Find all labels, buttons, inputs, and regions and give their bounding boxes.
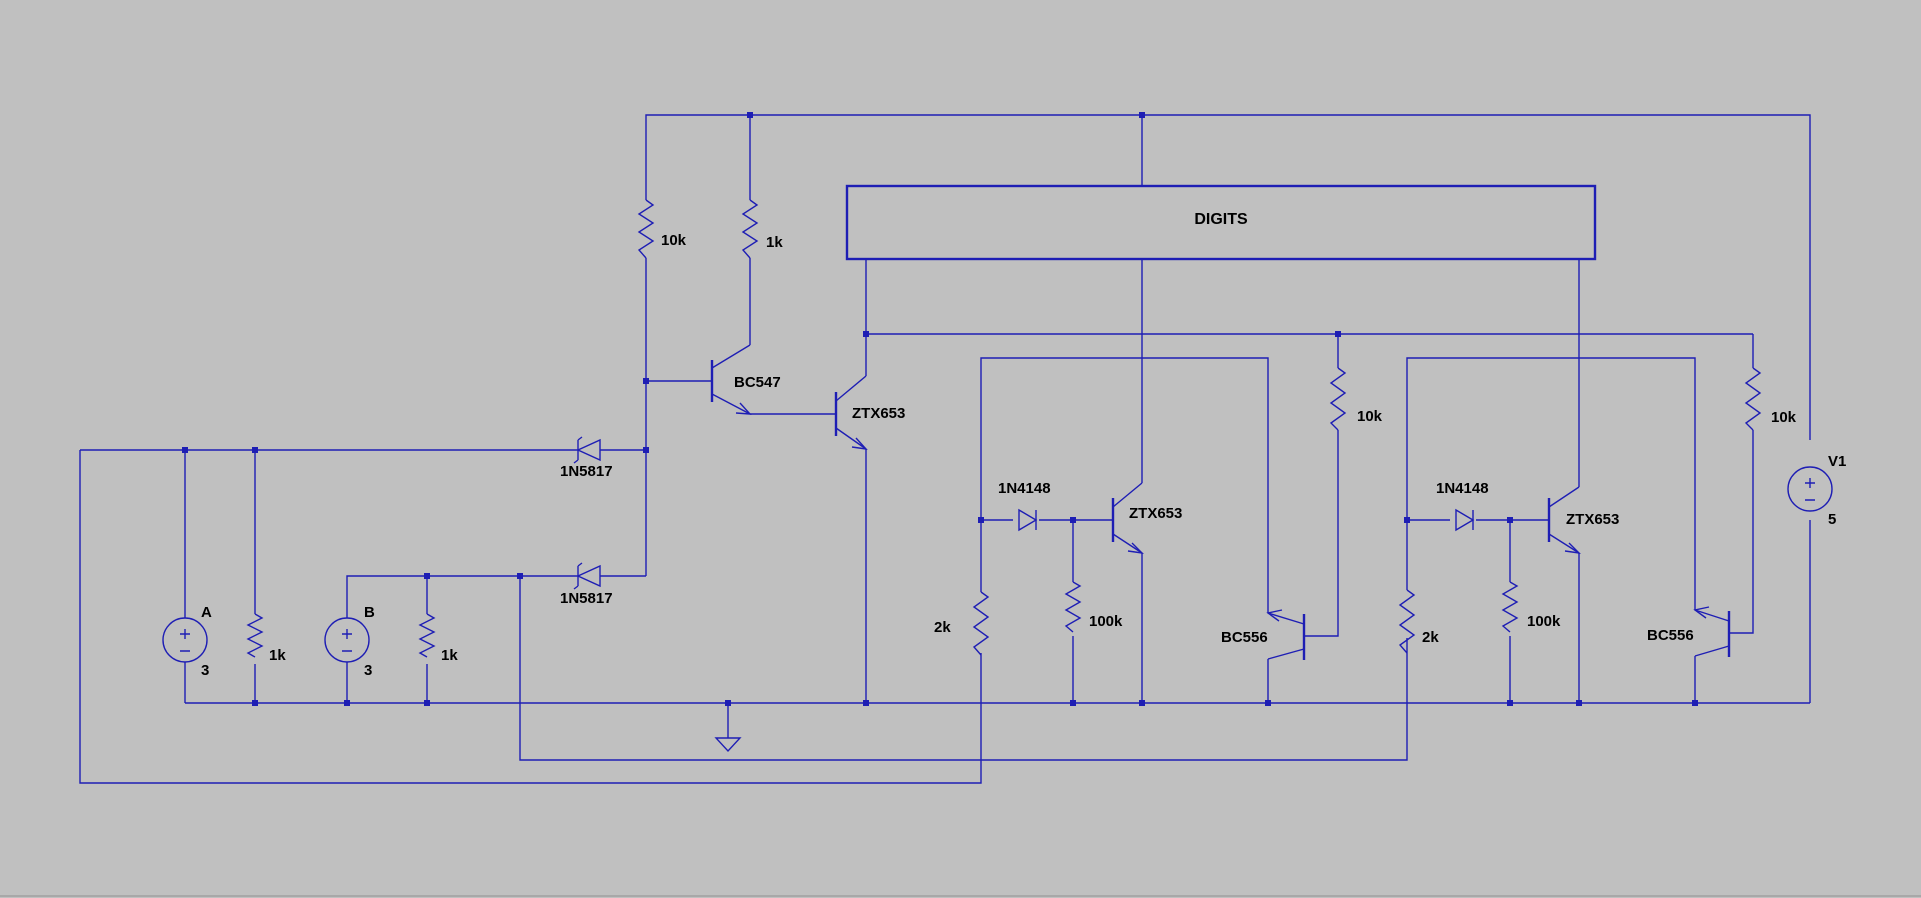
diode-d3-label: 1N4148 [998,480,1051,497]
transistor-q3[interactable]: ZTX653 [1111,482,1182,554]
transistor-q2-label: ZTX653 [852,405,905,422]
source-a-value: 3 [201,662,209,679]
resistor-r-base[interactable]: 10k [637,199,687,259]
resistor-r-d3-value: 2k [1422,629,1439,646]
source-b-value: 3 [364,662,372,679]
resistor-r-pull2-value: 10k [1357,408,1383,425]
resistor-r-b2[interactable]: 100k [1064,581,1123,633]
diode-d4-label: 1N4148 [1436,480,1489,497]
resistor-r-coll-value: 1k [766,234,783,251]
transistor-q5[interactable]: ZTX653 [1547,486,1619,554]
ground-symbol[interactable] [714,737,742,753]
transistor-q3-label: ZTX653 [1129,505,1182,522]
digits-block[interactable]: DIGITS [845,184,1597,261]
transistor-q2[interactable]: ZTX653 [834,375,905,450]
diode-d4[interactable]: 1N4148 [1436,480,1489,532]
transistor-q5-label: ZTX653 [1566,511,1619,528]
voltage-source-b[interactable]: B 3 [324,604,375,679]
diode-d2[interactable]: 1N5817 [560,562,613,607]
source-v1-value: 5 [1828,511,1836,528]
resistor-r-b[interactable]: 1k [418,613,458,664]
transistor-q1[interactable]: BC547 [710,344,781,415]
resistor-r-base-value: 10k [661,232,687,249]
diode-d2-label: 1N5817 [560,590,613,607]
transistor-q4-label: BC556 [1221,629,1268,646]
junction-dots [182,112,1698,706]
source-v1-name: V1 [1828,453,1846,470]
resistor-r-pull3-value: 10k [1771,409,1797,426]
transistor-q1-label: BC547 [734,374,781,391]
transistor-q6-label: BC556 [1647,627,1694,644]
resistor-r-pull3[interactable]: 10k [1744,367,1797,431]
voltage-source-a[interactable]: A 3 [162,604,212,679]
resistor-r-d2-value: 2k [934,619,951,636]
wires [79,114,1811,784]
source-a-name: A [201,604,212,621]
resistor-r-b3-value: 100k [1527,613,1561,630]
diode-d1-label: 1N5817 [560,463,613,480]
resistor-r-pull2[interactable]: 10k [1329,367,1383,431]
transistor-q6[interactable]: BC556 [1647,606,1731,657]
diode-d1[interactable]: 1N5817 [560,436,613,480]
resistor-r-b3[interactable]: 100k [1501,581,1561,633]
resistor-r-d3[interactable]: 2k [1398,589,1439,654]
resistor-r-b-value: 1k [441,647,458,664]
resistor-r-coll[interactable]: 1k [741,199,783,259]
voltage-source-v1[interactable]: V1 5 [1787,453,1846,528]
resistor-r-d2[interactable]: 2k [934,591,990,656]
transistor-q4[interactable]: BC556 [1221,609,1306,660]
resistor-r-b2-value: 100k [1089,613,1123,630]
source-b-name: B [364,604,375,621]
digits-block-label: DIGITS [1194,211,1248,228]
resistor-r-a[interactable]: 1k [246,613,286,664]
resistor-r-a-value: 1k [269,647,286,664]
diode-d3[interactable]: 1N4148 [998,480,1051,532]
